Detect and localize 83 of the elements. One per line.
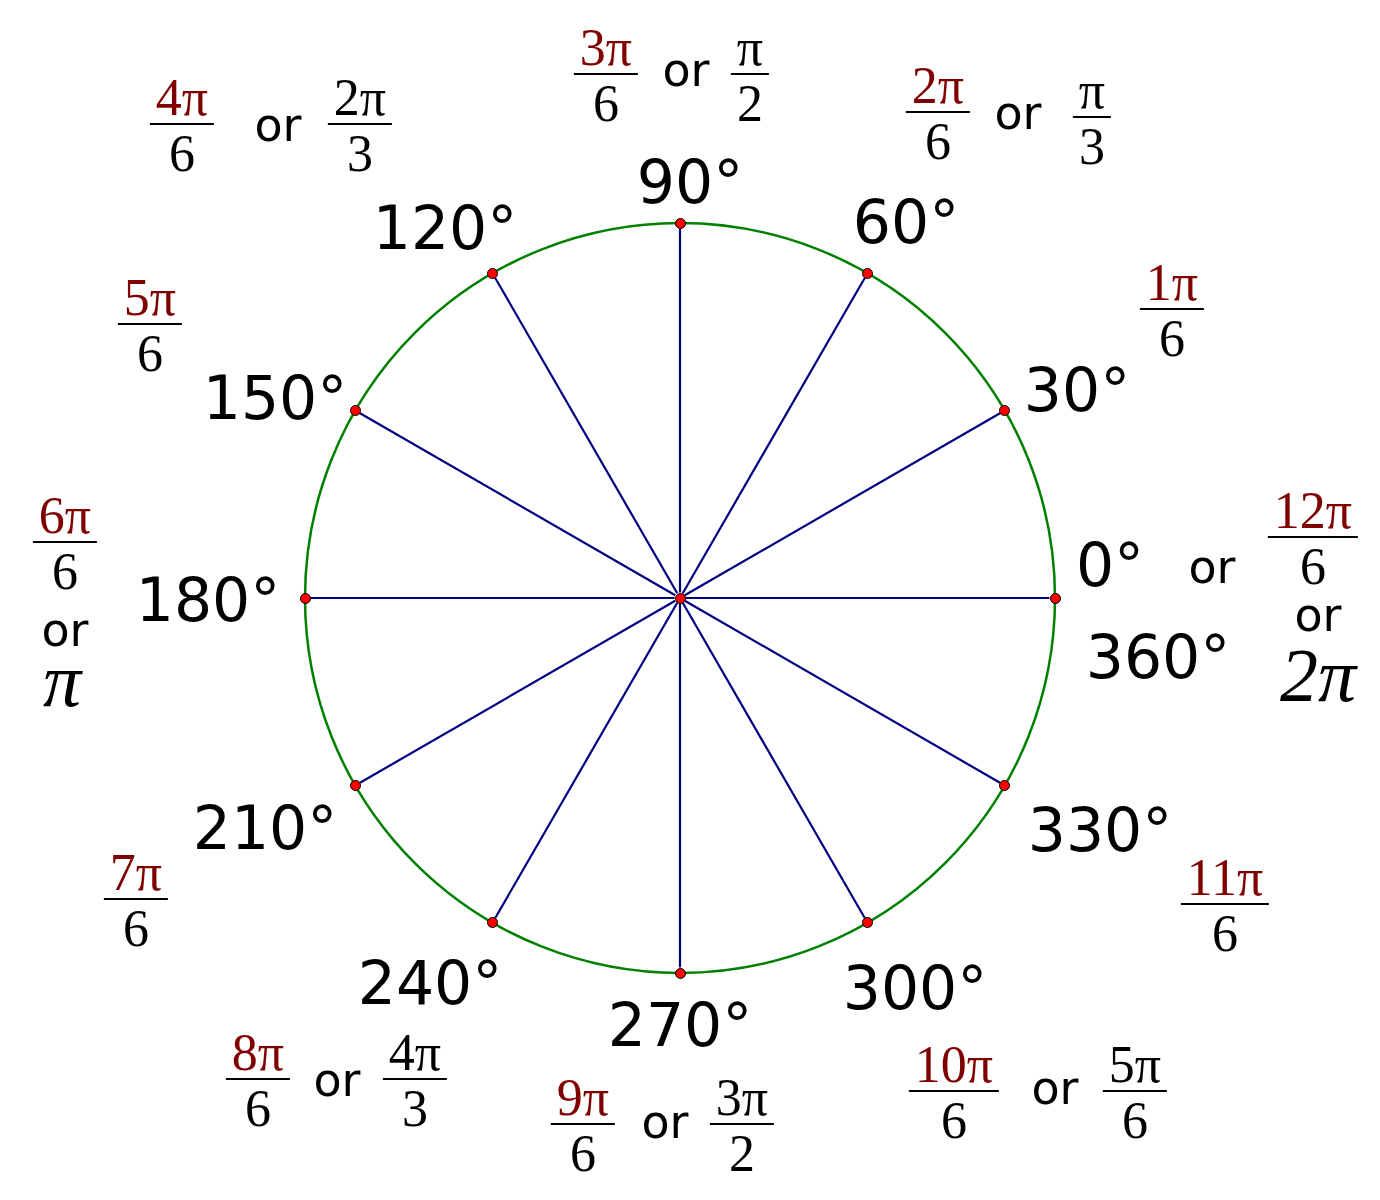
radius-line	[678, 603, 682, 968]
fraction-numerator: 5π	[123, 272, 177, 324]
fraction-numerator: 2π	[911, 60, 965, 112]
point-marker	[1049, 592, 1061, 604]
fraction-denominator: 2	[737, 78, 763, 130]
degree-label: 270°	[607, 995, 753, 1055]
degree-label: 30°	[1023, 360, 1131, 420]
center-point	[674, 592, 686, 604]
degree-label: 60°	[852, 192, 960, 252]
fraction-denominator: 6	[245, 1083, 271, 1135]
fraction-numerator: 7π	[109, 847, 163, 899]
point-marker	[349, 405, 361, 416]
degree-label: 360°	[1085, 627, 1231, 687]
fraction-numerator: 4π	[388, 1027, 442, 1079]
conjunction-label: or	[662, 47, 710, 93]
fraction-numerator: 3π	[715, 1072, 769, 1124]
fraction-denominator: 6	[137, 328, 163, 380]
point-marker	[299, 592, 311, 604]
fraction-numerator: 11π	[1186, 852, 1264, 904]
fraction-denominator: 6	[925, 116, 951, 168]
fraction-numerator: 8π	[231, 1027, 285, 1079]
radius-line	[684, 599, 1001, 784]
radian-label: 2π	[1279, 637, 1357, 713]
fraction-denominator: 3	[402, 1083, 428, 1135]
fraction-denominator: 6	[1122, 1095, 1148, 1147]
conjunction-label: or	[254, 102, 302, 148]
degree-label: 150°	[202, 368, 348, 428]
radius-line	[494, 602, 679, 919]
conjunction-label: or	[1031, 1065, 1079, 1111]
fraction-numerator: 5π	[1108, 1039, 1162, 1091]
radius-line	[494, 277, 679, 594]
radius-line	[359, 412, 676, 597]
fraction-numerator: 12π	[1273, 485, 1353, 537]
radius-line	[681, 602, 866, 919]
radius-line	[359, 599, 676, 784]
point-marker	[487, 267, 498, 279]
degree-label: 330°	[1027, 800, 1173, 860]
fraction-denominator: 2	[729, 1128, 755, 1180]
fraction-denominator: 6	[1300, 541, 1326, 593]
fraction-denominator: 6	[570, 1128, 596, 1180]
point-marker	[999, 780, 1011, 791]
fraction-numerator: 10π	[914, 1039, 994, 1091]
radius-line	[681, 277, 866, 594]
point-marker	[999, 405, 1011, 416]
point-marker	[674, 217, 686, 229]
conjunction-label: or	[994, 90, 1042, 136]
fraction-numerator: 3π	[579, 22, 633, 74]
fraction-denominator: 6	[1159, 313, 1185, 365]
degree-label: 210°	[192, 798, 338, 858]
radius-line	[685, 596, 1050, 600]
degree-label: 0°	[1075, 535, 1145, 595]
point-marker	[862, 917, 873, 929]
degree-label: 240°	[357, 953, 503, 1013]
fraction-numerator: π	[736, 22, 764, 74]
fraction-denominator: 3	[347, 128, 373, 180]
radius-line	[678, 228, 682, 593]
point-marker	[674, 967, 686, 979]
fraction-denominator: 6	[123, 903, 149, 955]
point-marker	[487, 917, 498, 929]
fraction-numerator: 1π	[1145, 257, 1199, 309]
conjunction-label: or	[313, 1057, 361, 1103]
radius-line	[684, 412, 1001, 597]
fraction-denominator: 3	[1079, 121, 1105, 173]
degree-label: 90°	[636, 152, 744, 212]
fraction-numerator: 2π	[333, 72, 387, 124]
point-marker	[349, 780, 361, 791]
fraction-numerator: π	[1078, 65, 1106, 117]
degree-label: 300°	[842, 958, 988, 1018]
fraction-denominator: 6	[1212, 908, 1238, 960]
conjunction-label: or	[1294, 592, 1342, 638]
fraction-denominator: 6	[169, 128, 195, 180]
radius-line	[310, 596, 675, 600]
fraction-numerator: 4π	[155, 72, 209, 124]
degree-label: 120°	[372, 198, 518, 258]
conjunction-label: or	[1188, 544, 1236, 590]
point-marker	[862, 267, 873, 279]
conjunction-label: or	[641, 1099, 689, 1145]
fraction-denominator: 6	[593, 78, 619, 130]
fraction-denominator: 6	[941, 1095, 967, 1147]
fraction-numerator: 6π	[38, 490, 92, 542]
fraction-denominator: 6	[52, 546, 78, 598]
fraction-numerator: 9π	[556, 1072, 610, 1124]
degree-label: 180°	[135, 570, 281, 630]
